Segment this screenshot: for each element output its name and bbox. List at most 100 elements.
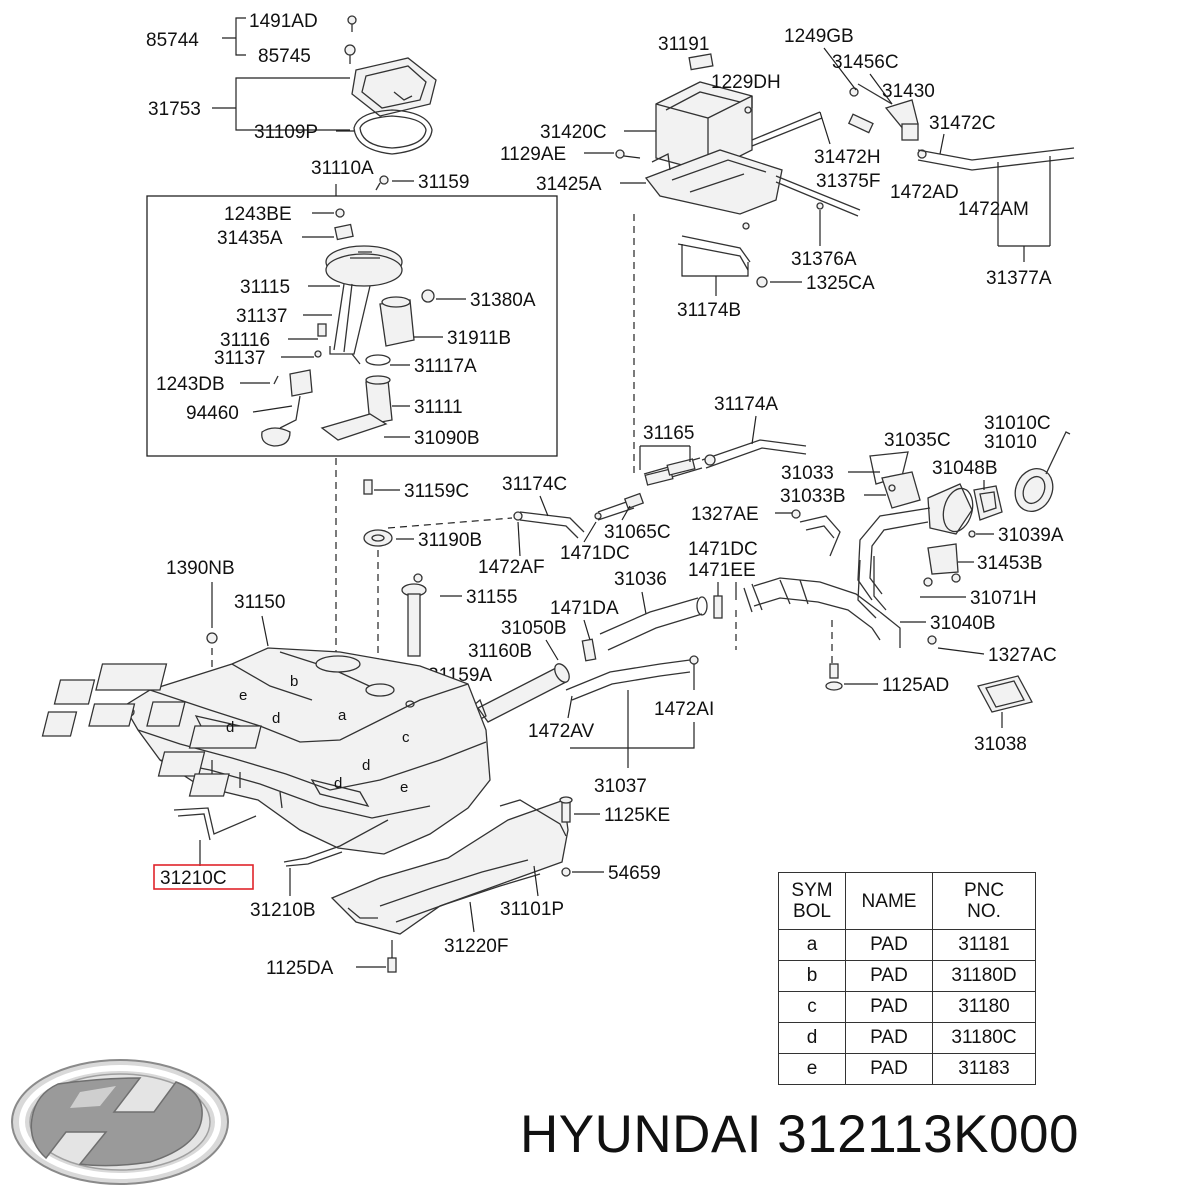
label-31101P: 31101P: [500, 899, 564, 920]
label-31137-a: 31137: [236, 306, 287, 327]
label-31115: 31115: [240, 277, 290, 298]
label-1249GB: 1249GB: [784, 26, 854, 47]
label-31111: 31111: [414, 397, 463, 418]
label-1129AE: 1129AE: [500, 144, 566, 165]
label-31420C: 31420C: [540, 122, 607, 143]
label-31159: 31159: [418, 172, 469, 193]
label-54659: 54659: [608, 863, 661, 884]
table-cell-name: PAD: [845, 960, 933, 992]
pad-letter-e-1: e: [239, 687, 247, 704]
filler-neck-assembly: [743, 431, 1071, 648]
table-cell-pnc: 31180D: [932, 960, 1036, 992]
pad-letter-d-3: d: [362, 757, 370, 774]
pad-letter-c: c: [402, 729, 410, 746]
label-31174A: 31174A: [714, 394, 778, 415]
label-1472AV: 1472AV: [528, 721, 595, 742]
label-31090B: 31090B: [414, 428, 480, 449]
pad-31038: [977, 675, 1033, 713]
label-31150: 31150: [234, 592, 285, 613]
label-31033: 31033: [781, 463, 834, 484]
table-cell-pnc: 31180C: [932, 1022, 1036, 1054]
table-cell-pnc: 31183: [932, 1053, 1036, 1085]
label-1471DA: 1471DA: [550, 598, 619, 619]
table-cell-sym: a: [778, 929, 846, 961]
fuel-pump-cover: [351, 57, 437, 117]
fuel-tank: [123, 647, 491, 855]
table-cell-name: PAD: [845, 991, 933, 1023]
label-1327AE: 1327AE: [691, 504, 759, 525]
pad-letter-e-2: e: [400, 779, 408, 796]
highlight-box-31210C: [153, 864, 254, 890]
hose-31036: [599, 596, 708, 651]
label-31380A: 31380A: [470, 290, 536, 311]
screw-1491AD: [347, 15, 357, 32]
label-31160B: 31160B: [468, 641, 532, 662]
brand-part-number-caption: HYUNDAI 312113K000: [520, 1105, 1079, 1164]
label-31472H: 31472H: [814, 147, 881, 168]
label-31065C: 31065C: [604, 522, 671, 543]
table-cell-sym: b: [778, 960, 846, 992]
label-31435A: 31435A: [217, 228, 283, 249]
label-1390NB: 1390NB: [166, 558, 235, 579]
label-31036: 31036: [614, 569, 667, 590]
label-31430: 31430: [882, 81, 935, 102]
label-31040B: 31040B: [930, 613, 996, 634]
label-31174C: 31174C: [502, 474, 567, 495]
label-1472AM: 1472AM: [958, 199, 1029, 220]
table-header-name: NAME: [845, 872, 933, 930]
label-31137-b: 31137: [214, 348, 265, 369]
label-31190B: 31190B: [418, 530, 482, 551]
label-31155: 31155: [466, 587, 517, 608]
label-31010: 31010: [984, 432, 1037, 453]
label-31456C: 31456C: [832, 52, 899, 73]
bolt-31159C: [363, 479, 373, 495]
label-31010C: 31010C: [984, 413, 1051, 434]
label-1472AI: 1472AI: [654, 699, 714, 720]
screw-85745: [344, 44, 356, 64]
label-31191: 31191: [658, 34, 709, 55]
cover-plate-assembly: [212, 15, 437, 155]
label-1472AF: 1472AF: [478, 557, 545, 578]
label-31377A: 31377A: [986, 268, 1052, 289]
pad-letter-a: a: [338, 707, 347, 724]
label-31375F: 31375F: [816, 171, 880, 192]
hyundai-logo: [11, 1059, 229, 1185]
table-cell-name: PAD: [845, 929, 933, 961]
label-31033B: 31033B: [780, 486, 846, 507]
label-31165: 31165: [643, 423, 694, 444]
label-31753: 31753: [148, 99, 201, 120]
label-1325CA: 1325CA: [806, 273, 875, 294]
label-1125AD: 1125AD: [882, 675, 949, 696]
label-1471DC-2: 1471DC: [688, 539, 758, 560]
table-cell-sym: e: [778, 1053, 846, 1085]
table-row: a PAD 31181: [778, 929, 1036, 961]
label-31037: 31037: [594, 776, 647, 797]
table-row: d PAD 31180C: [778, 1022, 1036, 1054]
label-31035C: 31035C: [884, 430, 951, 451]
table-cell-pnc: 31180: [932, 991, 1036, 1023]
label-1471DC: 1471DC: [560, 543, 630, 564]
bolt-1125KE: [559, 796, 573, 823]
label-1472AD: 1472AD: [890, 182, 959, 203]
label-31038: 31038: [974, 734, 1027, 755]
bolt-1125DA: [387, 957, 397, 973]
label-31050B: 31050B: [501, 618, 567, 639]
label-31071H: 31071H: [970, 588, 1037, 609]
pad-letter-d-2: d: [226, 719, 234, 736]
pad-letter-b: b: [290, 673, 298, 690]
label-1125KE: 1125KE: [604, 805, 670, 826]
label-94460: 94460: [186, 403, 239, 424]
ring-31190B: [363, 529, 393, 547]
table-row: c PAD 31180: [778, 991, 1036, 1023]
label-1229DH: 1229DH: [711, 72, 781, 93]
label-31453B: 31453B: [977, 553, 1043, 574]
label-1243DB: 1243DB: [156, 374, 225, 395]
table-row: b PAD 31180D: [778, 960, 1036, 992]
tank-straps: [173, 807, 389, 867]
label-31159C: 31159C: [404, 481, 469, 502]
label-31220F: 31220F: [444, 936, 508, 957]
